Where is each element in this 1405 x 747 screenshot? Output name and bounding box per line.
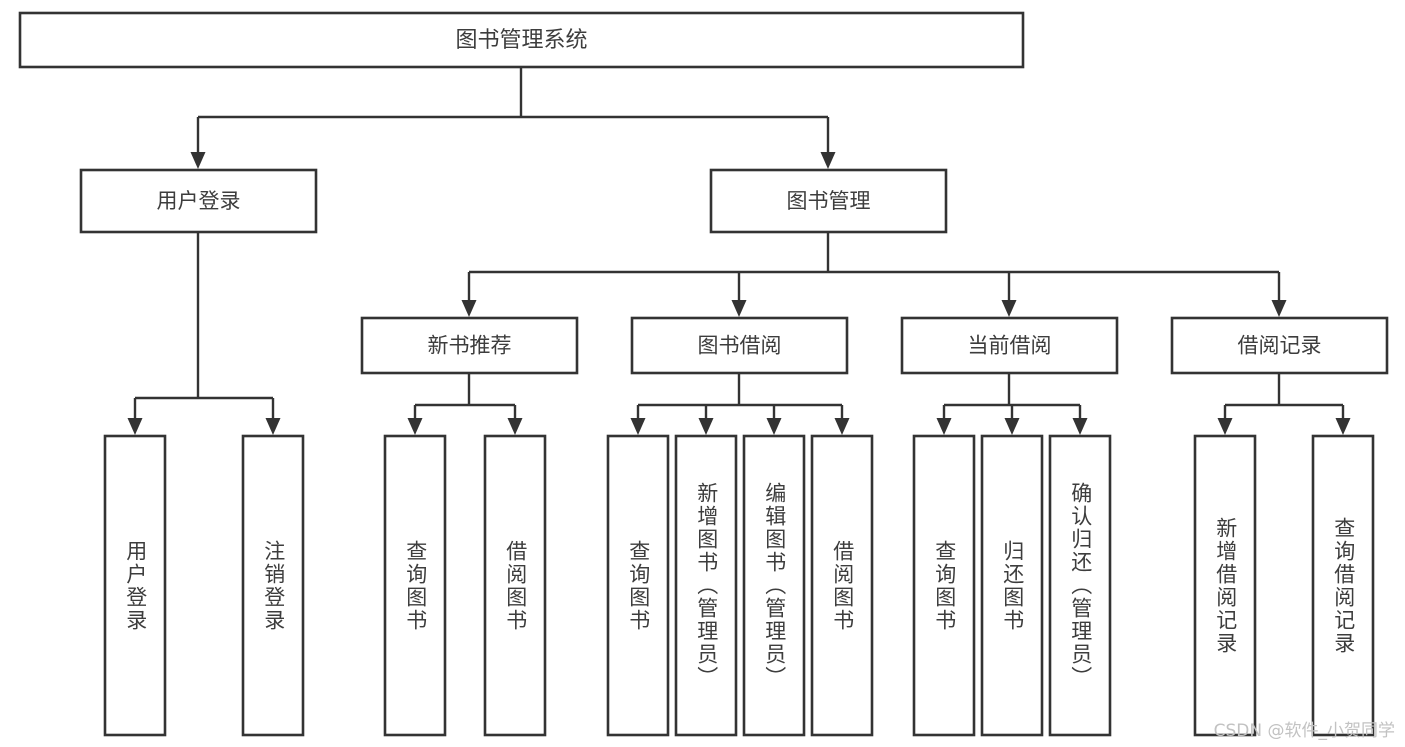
node-new-book-recommend-box bbox=[360, 316, 579, 375]
arrow-head-icon bbox=[1271, 300, 1287, 317]
node-leaf-add-borrow-record-box bbox=[1193, 434, 1257, 737]
node-leaf-query-book-current-box bbox=[912, 434, 976, 737]
arrow-head-icon bbox=[820, 152, 836, 169]
node-borrow-record-box bbox=[1170, 316, 1389, 375]
arrow-head-icon bbox=[834, 418, 850, 435]
node-leaf-borrow-book-rec-box bbox=[483, 434, 547, 737]
node-leaf-user-logout-box bbox=[241, 434, 305, 737]
arrow-head-icon bbox=[766, 418, 782, 435]
arrow-head-icon bbox=[698, 418, 714, 435]
node-box-layer bbox=[18, 11, 1389, 737]
node-book-manage-box bbox=[709, 168, 948, 234]
node-leaf-query-book-borrow-box bbox=[606, 434, 670, 737]
node-leaf-query-borrow-record-box bbox=[1311, 434, 1375, 737]
node-leaf-edit-book-admin-box bbox=[742, 434, 806, 737]
node-book-manage-label: 图书管理 bbox=[787, 189, 871, 213]
node-book-borrow-label: 图书借阅 bbox=[698, 334, 782, 358]
node-new-book-recommend-label: 新书推荐 bbox=[428, 334, 512, 358]
node-current-borrow-label: 当前借阅 bbox=[968, 334, 1052, 358]
node-leaf-query-book-rec-box bbox=[383, 434, 447, 737]
node-borrow-record-label: 借阅记录 bbox=[1238, 334, 1322, 358]
node-leaf-confirm-return-admin-box bbox=[1048, 434, 1112, 737]
watermark: CSDN @软件_小贺同学 bbox=[1213, 721, 1395, 741]
arrow-head-icon bbox=[127, 418, 143, 435]
arrow-head-icon bbox=[936, 418, 952, 435]
arrow-head-icon bbox=[407, 418, 423, 435]
arrow-head-icon bbox=[190, 152, 206, 169]
node-book-borrow-box bbox=[630, 316, 849, 375]
node-root-box bbox=[18, 11, 1025, 69]
node-current-borrow-box bbox=[900, 316, 1119, 375]
arrow-head-icon bbox=[1004, 418, 1020, 435]
node-user-login-box bbox=[79, 168, 318, 234]
node-leaf-user-login-box bbox=[103, 434, 167, 737]
node-leaf-add-book-admin-box bbox=[674, 434, 738, 737]
arrow-head-icon bbox=[507, 418, 523, 435]
node-leaf-borrow-book-box bbox=[810, 434, 874, 737]
arrow-head-icon bbox=[731, 300, 747, 317]
arrow-head-icon bbox=[265, 418, 281, 435]
connector-layer bbox=[127, 67, 1351, 435]
arrow-head-icon bbox=[1335, 418, 1351, 435]
arrow-head-icon bbox=[1217, 418, 1233, 435]
arrow-head-icon bbox=[630, 418, 646, 435]
node-user-login-label: 用户登录 bbox=[157, 189, 241, 213]
arrow-head-icon bbox=[1001, 300, 1017, 317]
node-root-label: 图书管理系统 bbox=[455, 28, 587, 53]
node-leaf-return-book-box bbox=[980, 434, 1044, 737]
arrow-head-icon bbox=[1072, 418, 1088, 435]
arrow-head-icon bbox=[461, 300, 477, 317]
